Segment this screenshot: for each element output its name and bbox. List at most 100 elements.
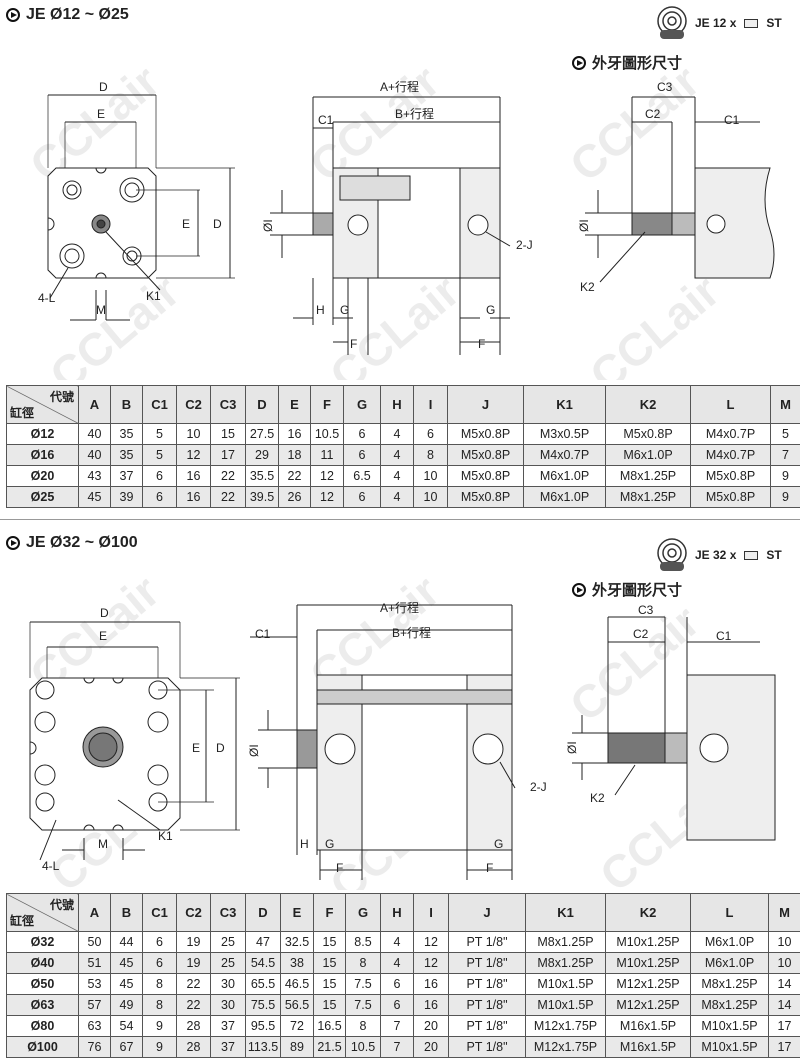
column-header-c2: C2 (176, 893, 211, 932)
section-divider (0, 519, 800, 520)
table-cell: 14 (768, 994, 800, 1016)
table-cell: M8x1.25P (605, 486, 691, 508)
table-cell: 40 (78, 423, 111, 445)
table-cell: 39.5 (245, 486, 279, 508)
table-cell: 37 (210, 1015, 246, 1037)
dimension-label: F (478, 337, 485, 351)
bore-size-cell: Ø32 (6, 931, 79, 953)
dimension-label: F (486, 861, 493, 875)
table-cell: 50 (78, 931, 111, 953)
table-cell: 44 (110, 931, 143, 953)
table-cell: M12x1.25P (605, 994, 691, 1016)
column-header-k2: K2 (605, 385, 691, 424)
section2-subtitle: 外牙圖形尺寸 (572, 579, 682, 600)
table-cell: 9 (770, 486, 800, 508)
table-cell: 76 (78, 1036, 111, 1058)
table-cell: M8x1.25P (690, 994, 769, 1016)
table-cell: M8x1.25P (525, 952, 606, 974)
cylinder-logo-icon (657, 538, 687, 571)
table-cell: 16 (176, 465, 211, 487)
table-cell: 6 (142, 465, 177, 487)
table-cell: 54.5 (245, 952, 281, 974)
badge-suffix: ST (766, 16, 782, 30)
table-cell: M5x0.8P (690, 465, 771, 487)
column-header-k1: K1 (523, 385, 606, 424)
table-cell: 19 (176, 931, 211, 953)
table-cell: 12 (310, 465, 344, 487)
stroke-box (744, 550, 759, 560)
table-cell: 17 (768, 1036, 800, 1058)
table-cell: 28 (176, 1015, 211, 1037)
table-cell: 35 (110, 423, 143, 445)
watermark: CCLair (560, 55, 709, 192)
table-cell: 35.5 (245, 465, 279, 487)
section1-title-text: JE Ø12 ~ Ø25 (26, 6, 129, 23)
table-cell: 30 (210, 973, 246, 995)
table-cell: 11 (310, 444, 344, 466)
table-cell: 17 (768, 1015, 800, 1037)
table-cell: M5x0.8P (690, 486, 771, 508)
stroke-box (744, 18, 759, 28)
table-cell: 89 (280, 1036, 314, 1058)
table-cell: 15 (313, 994, 346, 1016)
table-cell: 6 (413, 423, 448, 445)
dimension-label: B+行程 (395, 106, 434, 121)
subtitle-text: 外牙圖形尺寸 (592, 55, 683, 72)
dimension-label: 2-J (530, 780, 547, 794)
table-cell: M4x0.7P (690, 444, 771, 466)
column-header-c1: C1 (142, 385, 177, 424)
table-cell: 51 (78, 952, 111, 974)
table-cell: 7 (380, 1036, 414, 1058)
table-cell: 5 (142, 423, 177, 445)
column-header-b: B (110, 385, 143, 424)
dimension-label: D (100, 606, 109, 620)
table-cell: PT 1/8" (448, 952, 526, 974)
column-header-h: H (380, 893, 414, 932)
table-cell: 38 (280, 952, 314, 974)
column-header-c3: C3 (210, 385, 246, 424)
bore-size-cell: Ø100 (6, 1036, 79, 1058)
side-view (250, 604, 516, 880)
dimension-label: C1 (318, 113, 334, 127)
table-cell: 9 (770, 465, 800, 487)
table-cell: 75.5 (245, 994, 281, 1016)
table-cell: 8 (345, 952, 381, 974)
column-header-c1: C1 (142, 893, 177, 932)
table-cell: M10x1.5P (690, 1015, 769, 1037)
table-cell: 65.5 (245, 973, 281, 995)
bore-size-cell: Ø80 (6, 1015, 79, 1037)
table-cell: 6 (142, 486, 177, 508)
table-cell: PT 1/8" (448, 1036, 526, 1058)
table-cell: 25 (210, 931, 246, 953)
table-cell: 40 (78, 444, 111, 466)
dimension-label: D (216, 741, 225, 755)
dimension-label: C1 (255, 627, 271, 641)
table-cell: 14 (768, 973, 800, 995)
dimension-label: C3 (657, 80, 673, 94)
section1-drawing: CCLair CCLair CCLair CCLair CCLair CCLai… (20, 55, 775, 380)
front-view (29, 621, 240, 861)
table-cell: 67 (110, 1036, 143, 1058)
bore-size-cell: Ø20 (6, 465, 79, 487)
table-cell: M6x1.0P (523, 486, 606, 508)
dimension-label: C1 (724, 113, 740, 127)
table-cell: 7.5 (345, 973, 381, 995)
table-cell: 26 (278, 486, 311, 508)
table-cell: 45 (110, 952, 143, 974)
table-cell: M5x0.8P (447, 486, 524, 508)
dimension-label: ØI (261, 219, 275, 232)
table-cell: M16x1.5P (605, 1015, 691, 1037)
dimension-label: C2 (645, 107, 661, 121)
dimension-label: G (340, 303, 349, 317)
table-cell: 19 (176, 952, 211, 974)
table-cell: 6 (343, 486, 381, 508)
table-cell: 16.5 (313, 1015, 346, 1037)
